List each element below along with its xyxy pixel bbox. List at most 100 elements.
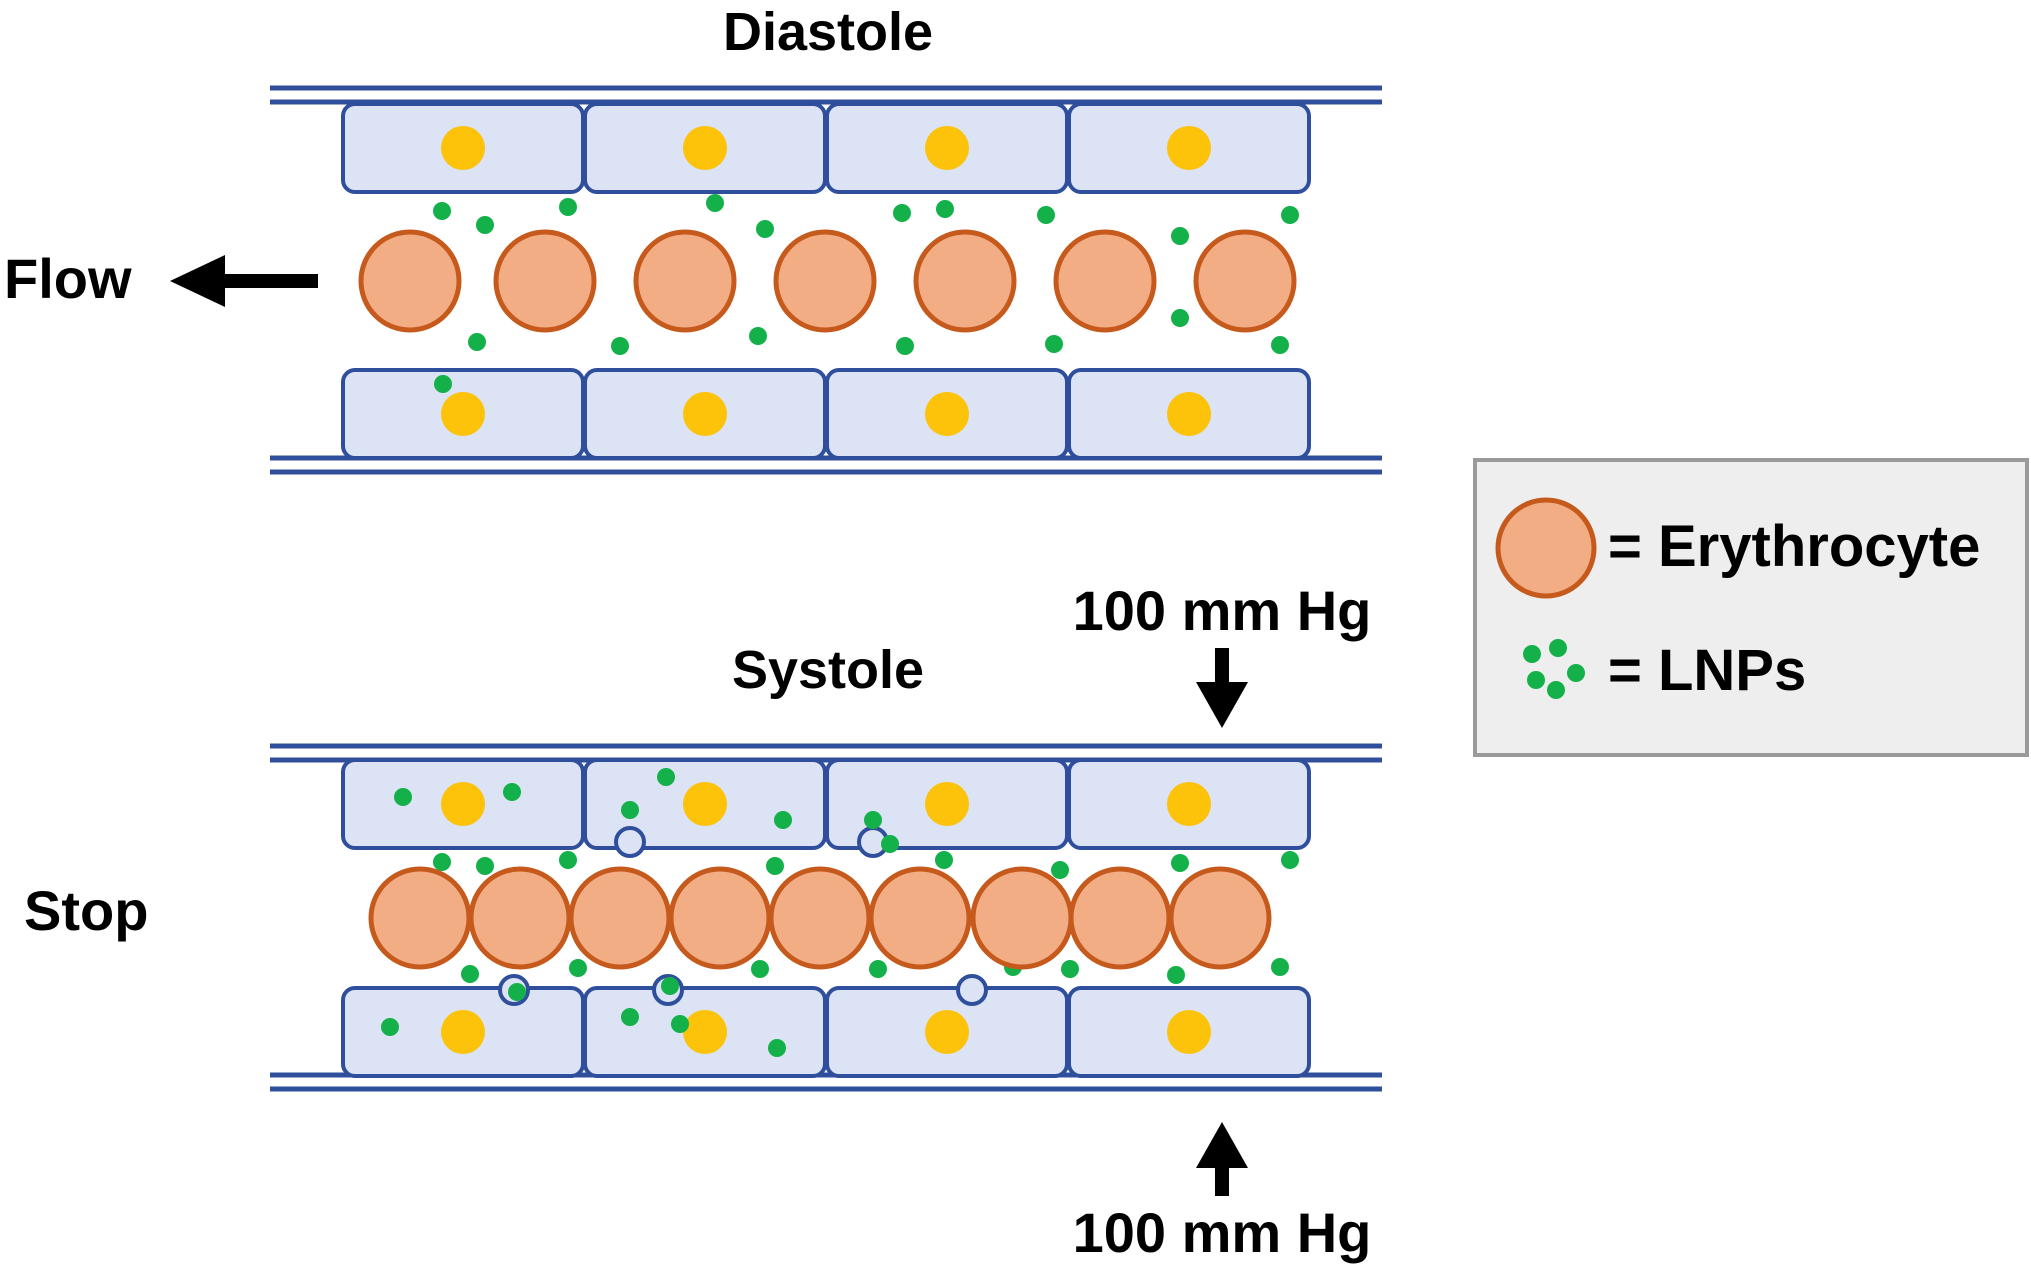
lnp <box>434 375 452 393</box>
erythrocyte <box>368 866 472 970</box>
lnp <box>756 220 774 238</box>
top-pressure-label: 100 mm Hg <box>1073 579 1372 642</box>
diastole-title: Diastole <box>723 2 933 62</box>
lnp <box>468 333 486 351</box>
diastole-endothelium-bottom <box>341 368 1311 460</box>
lnp <box>671 1015 689 1033</box>
lnp <box>706 194 724 212</box>
systole-endothelium-top <box>341 758 1311 850</box>
erythrocyte <box>913 229 1017 333</box>
lnp <box>1281 851 1299 869</box>
legend-lnp-label: = LNPs <box>1608 638 1806 703</box>
lnp <box>751 960 769 978</box>
lnp <box>621 801 639 819</box>
flow-label: Flow <box>4 247 132 310</box>
lnp <box>893 204 911 222</box>
lnp <box>476 216 494 234</box>
legend-erythrocyte-swatch <box>1495 497 1597 599</box>
lnp <box>1271 336 1289 354</box>
erythrocyte <box>868 866 972 970</box>
lnp <box>657 768 675 786</box>
erythrocyte <box>768 866 872 970</box>
stop-label: Stop <box>24 879 148 942</box>
bound-lnp-vesicle <box>956 974 988 1006</box>
lnp <box>476 857 494 875</box>
cell-nucleus <box>1167 392 1211 436</box>
lnp <box>661 977 679 995</box>
lnp <box>1037 206 1055 224</box>
lnp <box>394 788 412 806</box>
systole-panel: Systole 100 mm Hg Stop 100 mm Hg <box>24 579 1382 1264</box>
systole-title: Systole <box>732 640 924 700</box>
lnp <box>881 835 899 853</box>
up-arrow-icon <box>1196 1122 1248 1196</box>
lnp <box>768 1039 786 1057</box>
cell-nucleus <box>1167 126 1211 170</box>
cell-nucleus <box>925 782 969 826</box>
lnp <box>1171 309 1189 327</box>
bottom-pressure-label: 100 mm Hg <box>1073 1201 1372 1264</box>
lnp <box>461 965 479 983</box>
legend: = Erythrocyte = LNPs <box>1473 458 2029 757</box>
systole-lnps <box>381 768 1299 1057</box>
flow-arrow-icon <box>170 255 318 307</box>
lnp <box>1171 227 1189 245</box>
lnp <box>569 959 587 977</box>
lnp <box>774 811 792 829</box>
lnp <box>508 983 526 1001</box>
erythrocyte <box>468 866 572 970</box>
lnp <box>936 200 954 218</box>
cell-nucleus <box>925 126 969 170</box>
lnp <box>559 198 577 216</box>
systole-erythrocytes <box>368 866 1272 970</box>
diastole-lnps <box>433 194 1299 393</box>
lnp <box>864 811 882 829</box>
cell-nucleus <box>925 392 969 436</box>
lnp <box>503 783 521 801</box>
lnp <box>749 327 767 345</box>
cell-nucleus <box>441 126 485 170</box>
legend-lnp-swatch <box>1523 639 1585 699</box>
lnp <box>1281 206 1299 224</box>
erythrocyte <box>970 866 1074 970</box>
lnp <box>621 1008 639 1026</box>
lnp <box>896 337 914 355</box>
lnp <box>1045 335 1063 353</box>
lnp <box>433 202 451 220</box>
lnp <box>1061 960 1079 978</box>
cell-nucleus <box>1167 1010 1211 1054</box>
lnp <box>559 851 577 869</box>
cell-nucleus <box>1167 782 1211 826</box>
cell-nucleus <box>683 126 727 170</box>
erythrocyte <box>358 229 462 333</box>
cell-nucleus <box>441 392 485 436</box>
diastole-panel: Diastole Flow <box>4 2 1382 475</box>
diastole-endothelium-top <box>341 102 1311 194</box>
lnp <box>1167 966 1185 984</box>
lnp <box>1051 861 1069 879</box>
lnp <box>935 851 953 869</box>
systole-endothelium-bottom <box>341 986 1311 1078</box>
cell-nucleus <box>925 1010 969 1054</box>
cell-nucleus <box>441 1010 485 1054</box>
lnp <box>1171 854 1189 872</box>
lnp <box>611 337 629 355</box>
erythrocyte <box>1068 866 1172 970</box>
erythrocyte <box>1053 229 1157 333</box>
lnp <box>381 1018 399 1036</box>
erythrocyte <box>1193 229 1297 333</box>
down-arrow-icon <box>1196 648 1248 728</box>
erythrocyte <box>773 229 877 333</box>
bound-lnp-vesicle <box>614 826 646 858</box>
legend-erythrocyte-label: = Erythrocyte <box>1608 514 1980 579</box>
lnp <box>433 853 451 871</box>
lnp <box>1271 958 1289 976</box>
lnp <box>869 960 887 978</box>
cell-nucleus <box>441 782 485 826</box>
erythrocyte <box>568 866 672 970</box>
cell-nucleus <box>683 392 727 436</box>
lnp <box>766 857 784 875</box>
erythrocyte <box>493 229 597 333</box>
cell-nucleus <box>683 782 727 826</box>
